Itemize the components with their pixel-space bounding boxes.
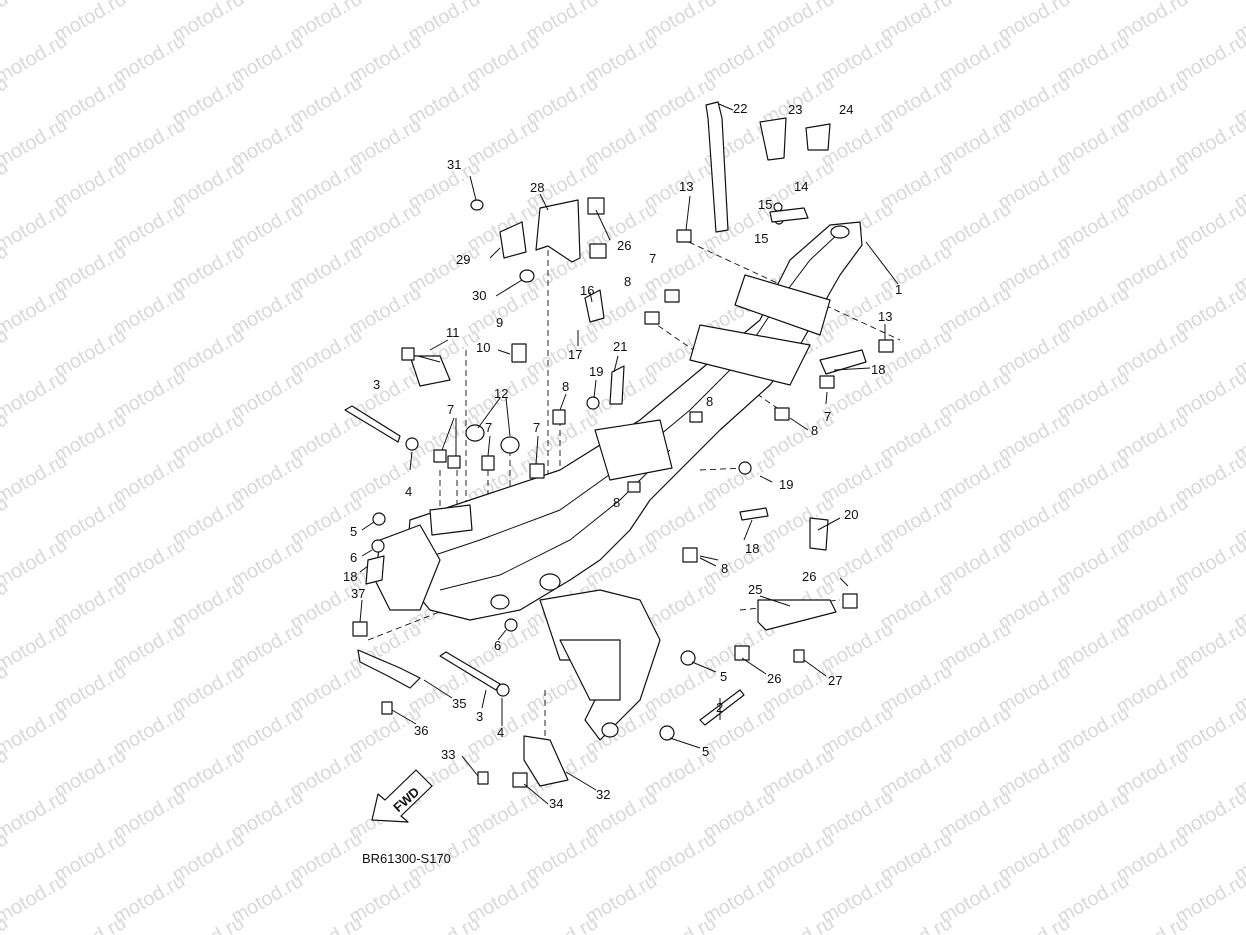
callout-17: 17 [568, 347, 582, 362]
callout-11: 11 [446, 325, 460, 340]
callout-18: 18 [745, 541, 759, 556]
callout-26: 26 [617, 238, 631, 253]
callout-19: 19 [779, 477, 793, 492]
callout-10: 10 [476, 340, 490, 355]
callout-23: 23 [788, 102, 802, 117]
callout-32: 32 [596, 787, 610, 802]
callout-2: 2 [716, 700, 723, 715]
callout-7: 7 [447, 402, 454, 417]
callout-24: 24 [839, 102, 853, 117]
callout-16: 16 [580, 283, 594, 298]
callout-18: 18 [871, 362, 885, 377]
callout-26: 26 [767, 671, 781, 686]
callout-8: 8 [624, 274, 631, 289]
leader-lines [359, 103, 899, 805]
callout-34: 34 [549, 796, 563, 811]
callout-8: 8 [706, 394, 713, 409]
callout-13: 13 [679, 179, 693, 194]
callout-8: 8 [613, 495, 620, 510]
callout-labels: 1 2 3 3 4 4 5 5 5 5 6 6 7 7 7 7 7 8 8 8 … [343, 101, 902, 811]
callout-19: 19 [589, 364, 603, 379]
callout-25: 25 [748, 582, 762, 597]
callout-33: 33 [441, 747, 455, 762]
callout-3: 3 [373, 377, 380, 392]
callout-6: 6 [350, 550, 357, 565]
callout-36: 36 [414, 723, 428, 738]
callout-22: 22 [733, 101, 747, 116]
callout-7: 7 [485, 420, 492, 435]
callout-28: 28 [530, 180, 544, 195]
callout-7: 7 [824, 409, 831, 424]
callout-3: 3 [476, 709, 483, 724]
small-parts [344, 101, 894, 788]
callout-37: 37 [351, 586, 365, 601]
callout-18: 18 [343, 569, 357, 584]
callout-35: 35 [452, 696, 466, 711]
callout-8: 8 [811, 423, 818, 438]
callout-4: 4 [405, 484, 412, 499]
callout-6: 6 [494, 638, 501, 653]
callout-15: 15 [758, 197, 772, 212]
diagram-code: BR61300-S170 [362, 851, 451, 866]
callout-12: 12 [494, 386, 508, 401]
callout-8: 8 [721, 561, 728, 576]
callout-5: 5 [350, 524, 357, 539]
callout-15: 15 [754, 231, 768, 246]
fwd-arrow: FWD [371, 769, 433, 823]
main-frame [374, 221, 863, 741]
callout-4: 4 [497, 725, 504, 740]
callout-5: 5 [702, 744, 709, 759]
callout-8: 8 [562, 379, 569, 394]
callout-21: 21 [613, 339, 627, 354]
callout-20: 20 [844, 507, 858, 522]
callout-9: 9 [496, 315, 503, 330]
callout-31: 31 [447, 157, 461, 172]
callout-26: 26 [802, 569, 816, 584]
callout-5: 5 [720, 669, 727, 684]
callout-30: 30 [472, 288, 486, 303]
callout-7: 7 [533, 420, 540, 435]
callout-13: 13 [878, 309, 892, 324]
callout-29: 29 [456, 252, 470, 267]
callout-7: 7 [649, 251, 656, 266]
callout-27: 27 [828, 673, 842, 688]
callout-1: 1 [895, 282, 902, 297]
callout-14: 14 [794, 179, 808, 194]
